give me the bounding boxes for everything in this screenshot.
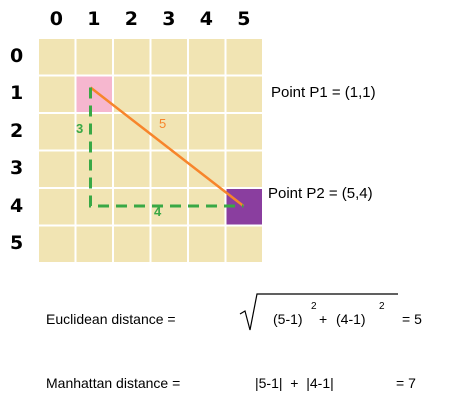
grid-cell	[224, 224, 264, 264]
euclidean-term-1: (5-1)	[273, 311, 303, 327]
grid-cell	[37, 74, 77, 114]
grid-cell	[112, 149, 152, 189]
grid-cell	[112, 37, 152, 77]
grid-cell	[187, 149, 227, 189]
grid-cell	[187, 224, 227, 264]
grid-cell	[37, 224, 77, 264]
grid-cell	[187, 112, 227, 152]
euclidean-segment-label: 5	[159, 116, 167, 131]
euclidean-exponent-2: 2	[379, 301, 385, 312]
column-label-5: 5	[237, 8, 251, 30]
grid-cell	[37, 187, 77, 227]
grid-cell	[37, 112, 77, 152]
column-label-0: 0	[49, 8, 63, 30]
euclidean-exponent-1: 2	[311, 301, 317, 312]
column-label-4: 4	[199, 8, 213, 30]
grid-cell	[224, 112, 264, 152]
grid-cell	[224, 74, 264, 114]
grid-cell	[187, 74, 227, 114]
manhattan-result: = 7	[396, 375, 416, 391]
euclidean-term-2: (4-1)	[336, 311, 366, 327]
manhattan-expression: |5-1| + |4-1|	[255, 375, 334, 391]
grid-cell	[224, 149, 264, 189]
manhattan-vertical-label: 3	[76, 121, 84, 136]
grid-cell	[37, 149, 77, 189]
grid-cell	[74, 224, 114, 264]
manhattan-path	[89, 87, 244, 208]
grid-cell	[112, 74, 152, 114]
row-label-4: 4	[10, 194, 24, 217]
grid-cell	[187, 37, 227, 77]
column-label-3: 3	[162, 8, 176, 30]
euclidean-plus: +	[319, 311, 328, 327]
grid-cell	[149, 74, 189, 114]
column-label-1: 1	[87, 8, 101, 30]
euclidean-line	[89, 86, 245, 207]
grid-cell	[149, 112, 189, 152]
row-label-3: 3	[10, 157, 24, 180]
grid-cells	[37, 37, 264, 264]
grid-cell	[112, 224, 152, 264]
grid-cell	[149, 149, 189, 189]
grid-cell	[37, 37, 77, 77]
grid-cell	[149, 37, 189, 77]
row-label-0: 0	[10, 44, 24, 67]
grid-cell	[149, 224, 189, 264]
point-p2-label: Point P2 = (5,4)	[268, 185, 373, 202]
point-p1-cell	[76, 76, 112, 112]
grid-cell	[74, 149, 114, 189]
point-p1-label: Point P1 = (1,1)	[271, 84, 376, 101]
point-highlights	[76, 76, 262, 225]
grid-cell	[74, 37, 114, 77]
row-label-2: 2	[10, 119, 24, 142]
manhattan-label: Manhattan distance =	[46, 375, 181, 391]
manhattan-horizontal-label: 4	[154, 204, 162, 219]
row-label-1: 1	[10, 82, 24, 105]
grid-cell	[224, 37, 264, 77]
row-label-5: 5	[10, 232, 24, 255]
euclidean-label: Euclidean distance =	[46, 311, 176, 327]
square-root-sign	[239, 293, 398, 331]
euclidean-result: = 5	[402, 311, 422, 327]
column-label-2: 2	[124, 8, 138, 30]
